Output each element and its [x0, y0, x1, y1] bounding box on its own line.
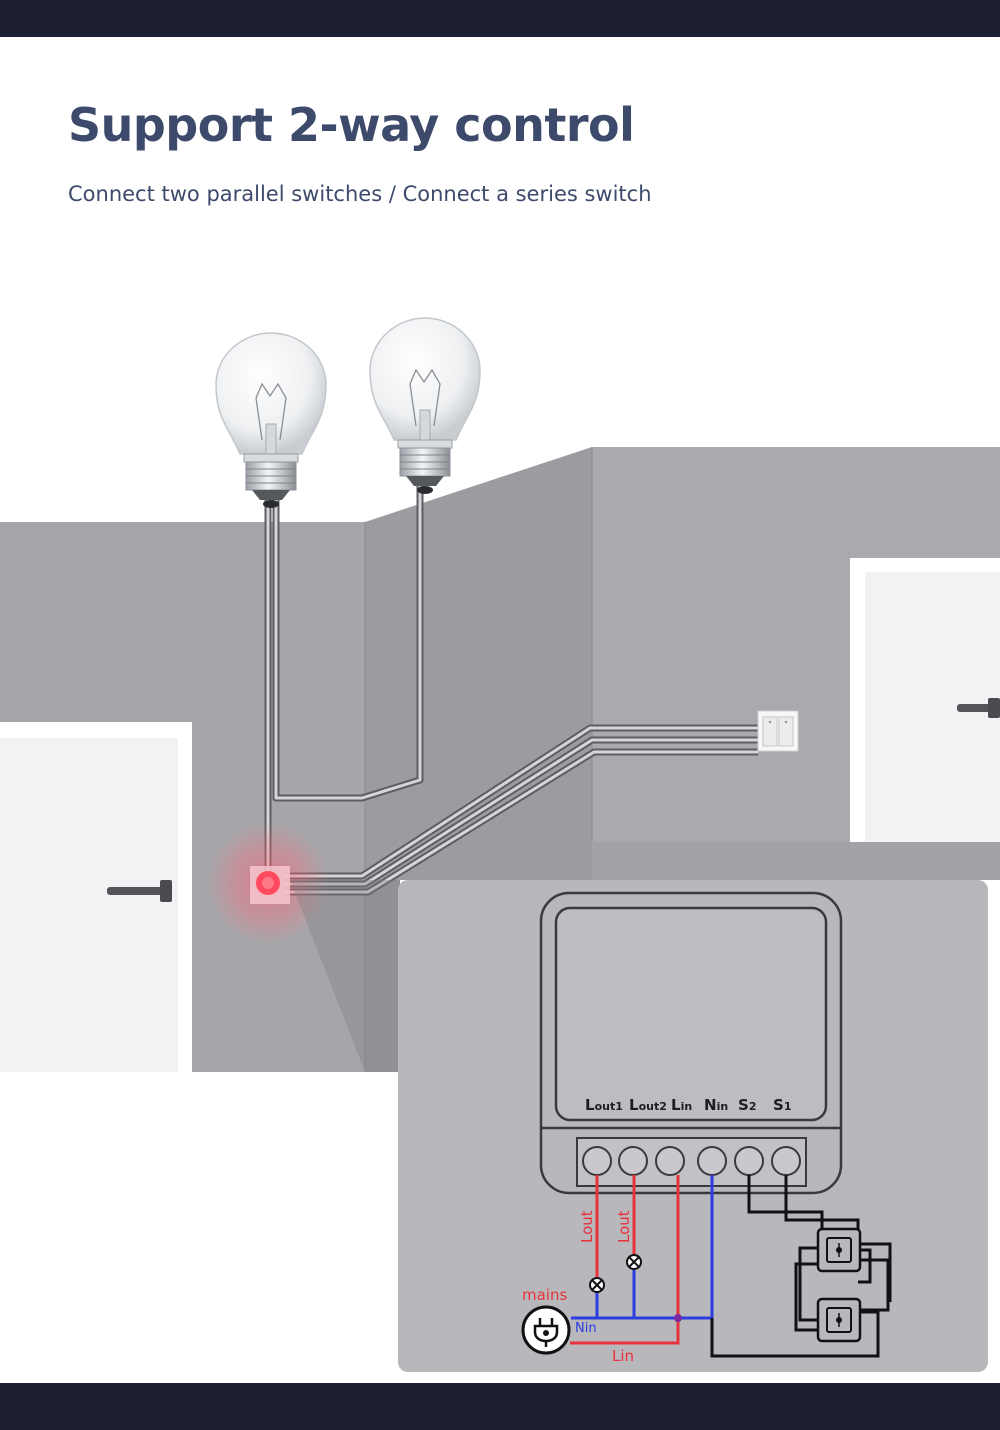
- terminal-label-s2: S2: [738, 1096, 756, 1114]
- terminal-label-s1: S1: [773, 1096, 791, 1114]
- terminal-s1: [771, 1146, 801, 1176]
- terminal-label-lout2: Lout2: [629, 1096, 667, 1114]
- door-handle-icon: [107, 880, 172, 902]
- wall-switch-icon: [757, 710, 799, 752]
- right-door: [850, 558, 1000, 842]
- label-lin: Lin: [612, 1347, 634, 1365]
- door-handle-icon: [957, 698, 1000, 718]
- terminal-nin: [697, 1146, 727, 1176]
- label-lout-1: Lout: [578, 1210, 596, 1243]
- zoom-cone: [290, 880, 400, 1072]
- terminal-label-lin: Lin: [671, 1096, 692, 1114]
- lamp-symbol-icon: [589, 1277, 605, 1293]
- bottom-band: [0, 1383, 1000, 1430]
- terminal-lout1: [582, 1146, 612, 1176]
- bulb-icon: [369, 317, 481, 494]
- page-subtitle: Connect two parallel switches / Connect …: [68, 182, 652, 206]
- top-band: [0, 0, 1000, 37]
- wire-junction: [674, 1314, 682, 1322]
- terminal-lin: [655, 1146, 685, 1176]
- bulb-icon: [215, 332, 327, 508]
- label-nin: Nin: [575, 1321, 597, 1336]
- terminal-label-nin: Nin: [704, 1096, 728, 1114]
- terminal-lout2: [618, 1146, 648, 1176]
- label-mains: mains: [522, 1286, 567, 1304]
- smart-module: Lout1 Lout2 Lin Nin S2 S1: [539, 891, 843, 1195]
- lamp-symbol-icon: [626, 1254, 642, 1270]
- power-plug-icon: [521, 1305, 571, 1355]
- label-lout-2: Lout: [615, 1210, 633, 1243]
- wall-switch-icon: [816, 1227, 862, 1273]
- left-door: [0, 722, 192, 1072]
- page-title: Support 2-way control: [68, 98, 635, 152]
- terminal-s2: [734, 1146, 764, 1176]
- terminal-label-lout1: Lout1: [585, 1096, 623, 1114]
- wall-switch-icon: [816, 1297, 862, 1343]
- module-location-indicator: [206, 821, 330, 945]
